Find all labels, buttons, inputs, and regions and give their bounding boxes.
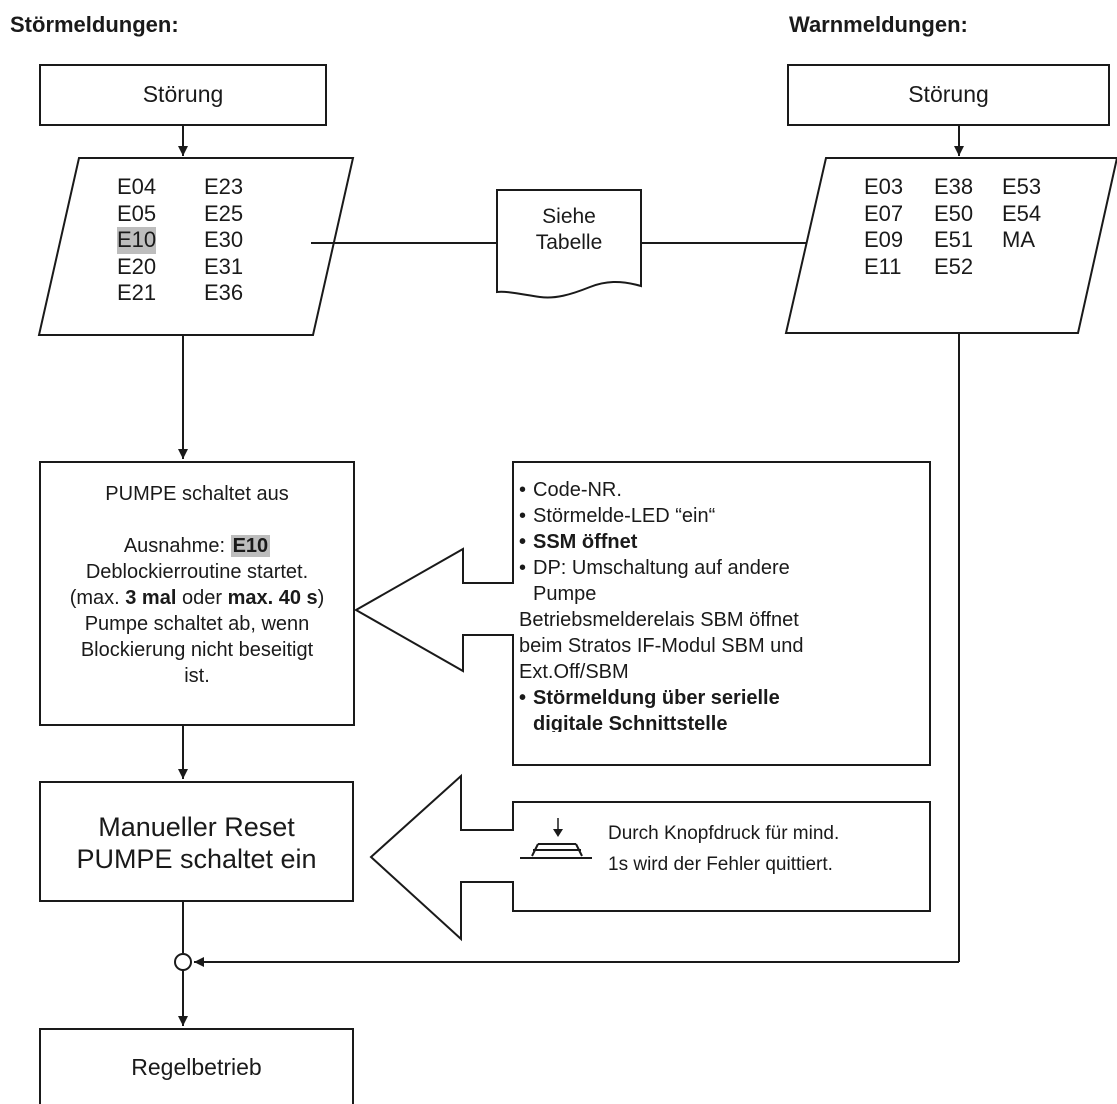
code-cell: E04 xyxy=(117,174,157,199)
pump-off-limit-line: (max. 3 mal oder max. 40 s) xyxy=(40,585,354,611)
info-box-text: •Code-NR. •Störmelde-LED “ein“ •SSM öffn… xyxy=(519,477,804,732)
pump-off-line: Pumpe schaltet ab, wenn xyxy=(84,613,310,635)
button-box-line: Durch Knopfdruck für mind. xyxy=(608,823,840,844)
pump-off-title: PUMPE schaltet aus xyxy=(105,483,289,505)
code-cell: E21 xyxy=(117,280,157,305)
code-cell: E51 xyxy=(934,227,974,252)
info-item: •SSM öffnet xyxy=(519,531,638,553)
limit-text: ) xyxy=(317,587,325,609)
junction-circle xyxy=(174,953,192,971)
code-cell: MA xyxy=(1002,227,1035,252)
code-row: E10 E30 xyxy=(117,227,243,254)
heading-warnmeldungen: Warnmeldungen: xyxy=(789,12,968,37)
info-item-text: Störmelde-LED “ein“ xyxy=(533,505,716,527)
right-error-codes: E03 E38 E53 E07 E50 E54 E09 E51 MA E11 E52 xyxy=(864,174,1041,280)
code-cell: E31 xyxy=(204,253,244,279)
reset-box-shape xyxy=(39,781,354,902)
limit-text: (max. xyxy=(69,587,120,609)
heading-stoermeldungen: Störmeldungen: xyxy=(10,12,179,37)
highlighted-code-cell: E10 xyxy=(117,227,157,254)
info-box-big-arrow-shape xyxy=(353,461,931,766)
pump-off-box-shape xyxy=(39,461,355,726)
code-cell: E36 xyxy=(204,280,244,305)
pump-off-line: ist. xyxy=(184,665,210,687)
code-row: E09 E51 MA xyxy=(864,227,1041,254)
reset-box-text: Manueller Reset PUMPE schaltet ein xyxy=(40,811,353,875)
info-item-text: Störmeldung über serielle xyxy=(533,687,780,709)
code-row: E04 E23 xyxy=(117,174,243,201)
document-shape xyxy=(496,189,642,299)
code-cell: E20 xyxy=(117,253,157,279)
limit-time: max. 40 s xyxy=(227,587,318,609)
info-item: •DP: Umschaltung auf andere xyxy=(519,557,790,579)
right-start-box-label: Störung xyxy=(908,81,989,107)
code-row: E05 E25 xyxy=(117,201,243,228)
code-row: E03 E38 E53 xyxy=(864,174,1041,201)
info-note-line: Ext.Off/SBM xyxy=(519,661,629,683)
left-input-parallelogram xyxy=(37,157,355,336)
info-item: •Störmeldung über serielle xyxy=(519,687,780,709)
code-row: E20 E31 xyxy=(117,254,243,281)
code-cell: E23 xyxy=(204,174,244,199)
code-cell: E09 xyxy=(864,227,904,252)
reset-line: PUMPE schaltet ein xyxy=(76,844,317,874)
right-start-box-shape xyxy=(787,64,1110,126)
code-cell: E53 xyxy=(1002,174,1042,199)
exception-code: E10 xyxy=(230,535,271,557)
reset-line: Manueller Reset xyxy=(98,812,295,842)
button-box-line: 1s wird der Fehler quittiert. xyxy=(608,854,833,875)
info-note-line: Betriebsmelderelais SBM öffnet xyxy=(519,609,799,631)
code-row: E11 E52 xyxy=(864,254,1041,281)
info-note-line: beim Stratos IF-Modul SBM und xyxy=(519,635,804,657)
info-item-text: DP: Umschaltung auf andere xyxy=(533,557,790,579)
document-line: Siehe xyxy=(542,205,596,228)
end-box-label: Regelbetrieb xyxy=(131,1054,262,1080)
code-cell: E54 xyxy=(1002,200,1042,226)
right-input-parallelogram xyxy=(784,157,1117,334)
code-cell: E03 xyxy=(864,174,904,199)
end-box-shape xyxy=(39,1028,354,1104)
code-cell: E38 xyxy=(934,174,974,199)
code-row: E21 E36 xyxy=(117,280,243,307)
left-error-codes: E04 E23 E05 E25 E10 E30 E20 E31 E21 E36 xyxy=(117,174,243,307)
pump-off-line: Blockierung nicht beseitigt xyxy=(80,639,314,661)
limit-count: 3 mal xyxy=(125,587,177,609)
left-start-box-label: Störung xyxy=(142,81,224,107)
info-item: •Code-NR. xyxy=(519,479,622,501)
info-item-continuation: Pumpe xyxy=(533,583,597,605)
pump-off-line: Deblockierroutine startet. xyxy=(85,561,309,583)
left-start-box-shape xyxy=(39,64,327,126)
pump-off-box-text: PUMPE schaltet aus Ausnahme: E10 Deblock… xyxy=(40,481,354,689)
code-row: E07 E50 E54 xyxy=(864,201,1041,228)
code-cell: E52 xyxy=(934,253,974,279)
button-box-big-arrow-shape xyxy=(369,773,931,942)
code-cell: E05 xyxy=(117,200,157,226)
button-box-text: Durch Knopfdruck für mind. 1s wird der F… xyxy=(608,818,839,880)
exception-line: Ausnahme: E10 xyxy=(40,533,354,559)
info-item: •Störmelde-LED “ein“ xyxy=(519,505,716,527)
push-button-icon xyxy=(520,818,592,859)
exception-prefix: Ausnahme: xyxy=(123,535,225,557)
document-label: Siehe Tabelle xyxy=(497,204,641,256)
code-cell: E50 xyxy=(934,200,974,226)
info-item-continuation: digitale Schnittstelle xyxy=(533,713,728,732)
info-item-text: Code-NR. xyxy=(533,479,622,501)
code-cell: E30 xyxy=(204,227,244,252)
limit-text: oder xyxy=(181,587,222,609)
code-cell: E11 xyxy=(864,253,902,279)
code-cell: E07 xyxy=(864,200,904,226)
code-cell: E25 xyxy=(204,200,244,226)
document-line: Tabelle xyxy=(535,231,603,254)
info-item-text: SSM öffnet xyxy=(533,531,638,553)
